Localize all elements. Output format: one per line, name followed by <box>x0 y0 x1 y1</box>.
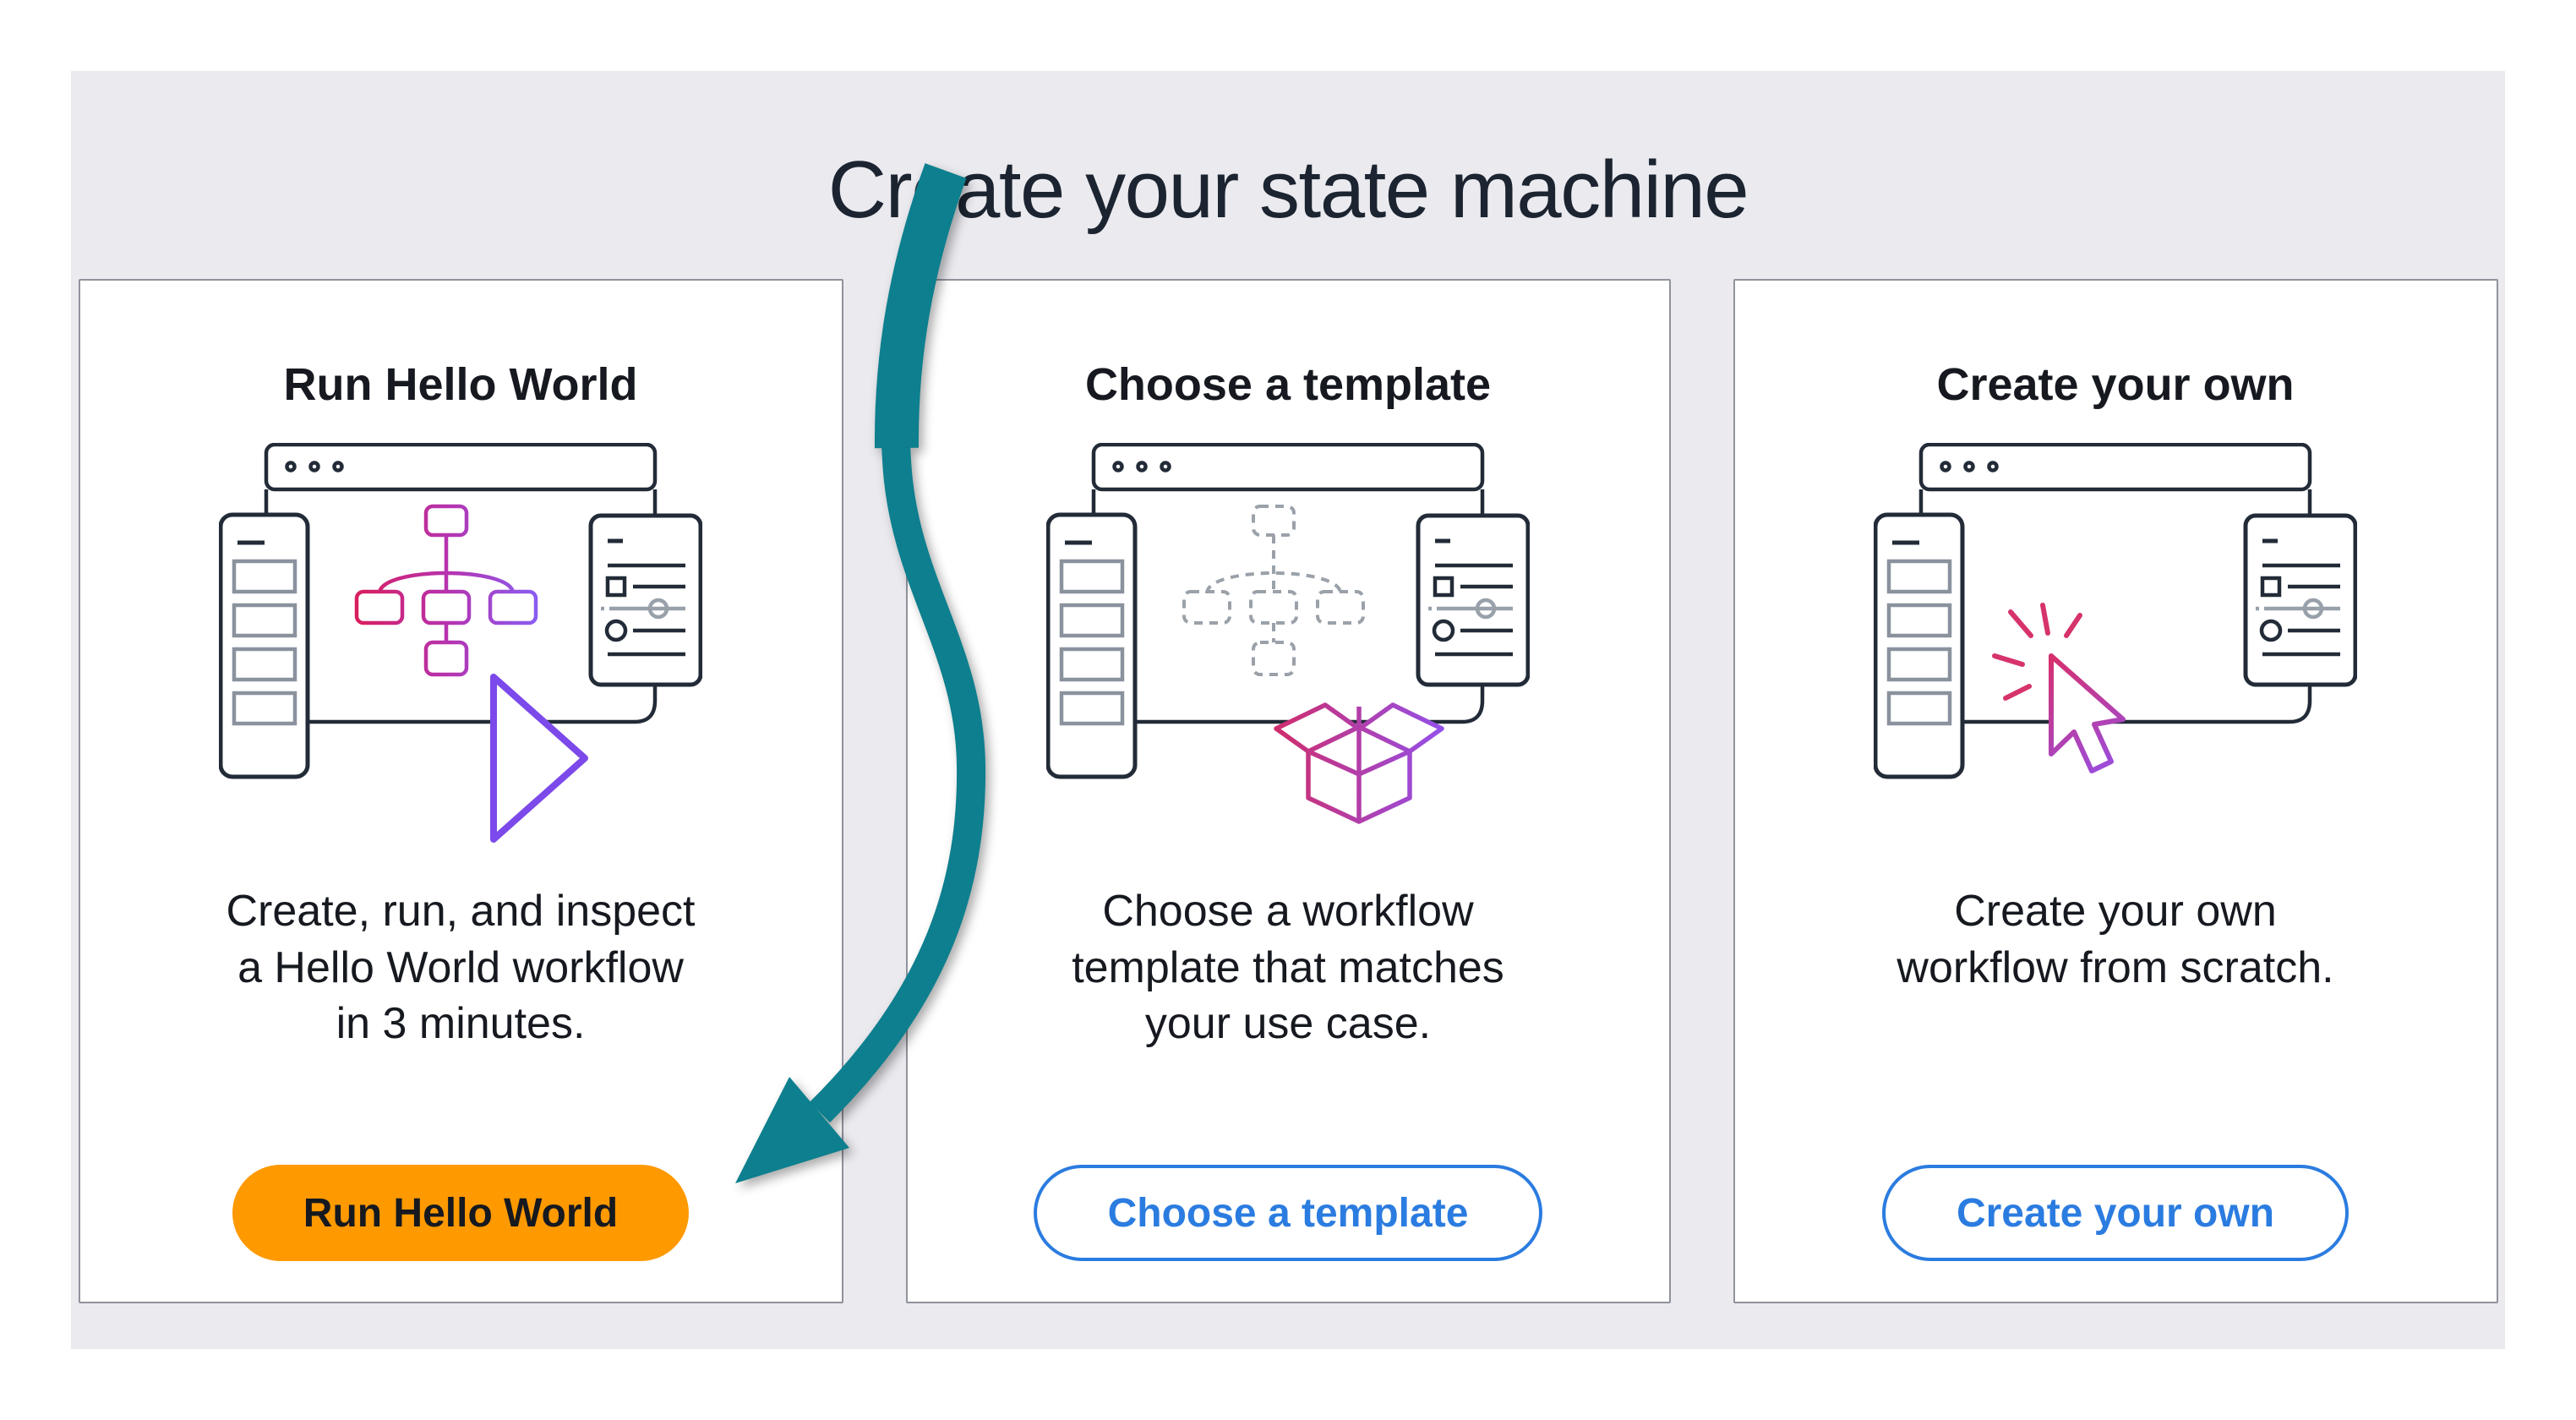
browser-window-icon <box>1875 445 2355 777</box>
workflow-play-illustration <box>219 443 702 843</box>
cursor-icon <box>2049 653 2126 773</box>
card-heading: Choose a template <box>1084 359 1492 410</box>
package-icon <box>1274 702 1444 824</box>
click-rays <box>1992 603 2082 701</box>
choose-template-button[interactable]: Choose a template <box>1033 1165 1543 1261</box>
card-heading: Run Hello World <box>283 359 638 410</box>
card-create-your-own: Create your own Create your own workflow… <box>1733 279 2498 1303</box>
cursor-click-illustration <box>1874 443 2357 844</box>
card-description: Create, run, and inspect a Hello World w… <box>226 887 696 1049</box>
card-description: Create your own workflow from scratch. <box>1897 887 2334 992</box>
dashed-workflow-icon <box>1182 505 1365 676</box>
run-hello-world-button[interactable]: Run Hello World <box>232 1165 690 1261</box>
card-run-hello-world: Run Hello World Create, run, and inspect… <box>78 279 843 1303</box>
play-icon <box>490 674 588 843</box>
options-row: Run Hello World Create, run, and inspect… <box>0 279 2576 1303</box>
template-package-illustration <box>1046 443 1530 824</box>
page-title: Create your state machine <box>827 145 1749 236</box>
create-your-own-button[interactable]: Create your own <box>1881 1165 2350 1261</box>
workflow-diagram-icon <box>354 504 538 677</box>
card-heading: Create your own <box>1936 359 2295 410</box>
card-description: Choose a workflow template that matches … <box>1072 887 1504 1049</box>
card-choose-template: Choose a template <box>905 279 1671 1303</box>
